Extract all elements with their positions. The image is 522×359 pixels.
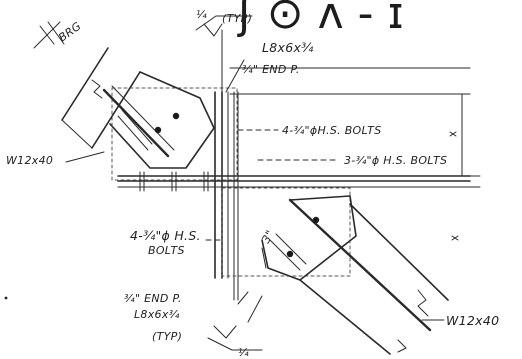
bolts-lower-label-2: BOLTS: [148, 244, 185, 257]
angle-top-label: L8x6x¾: [262, 40, 314, 55]
flange-bolt-marks: [139, 171, 209, 192]
stray-dot: [4, 296, 8, 300]
end-plate-top-label: ¾" END P.: [242, 63, 300, 76]
bolt-dot-upper-1: [172, 112, 180, 120]
break-lines: [91, 79, 429, 353]
vertical-column: [214, 91, 239, 301]
weld-mark-top: ¼: [196, 8, 207, 21]
bolts-right-label: 3-¾"ϕ H.S. BOLTS: [344, 154, 447, 167]
lower-plate-dim: [261, 247, 267, 269]
weld-symbol-bottom: [207, 325, 263, 351]
small-dim-label: 3": [259, 228, 277, 245]
bolt-dot-upper-2: [154, 126, 162, 134]
leader-lines: [47, 21, 445, 323]
w12-right-label: W12x40: [446, 313, 499, 328]
weld-symbol-top: [195, 15, 253, 37]
weld-mark-bottom: ¼: [238, 346, 249, 359]
angle-bottom-label: L8x6x¾: [134, 308, 180, 321]
upper-left-brace: [61, 47, 215, 169]
w12-left-label: W12x40: [6, 154, 53, 167]
bolt-dot-lower-2: [286, 250, 294, 258]
dimension-ticks: [449, 131, 459, 241]
bolts-upper-label: 4-¾"ϕH.S. BOLTS: [282, 124, 381, 137]
bearing-arrow: [33, 21, 61, 49]
gusset-outline: [111, 87, 351, 277]
bolts-lower-label-1: 4-¾"ϕ H.S.: [130, 228, 201, 243]
lower-right-brace: [261, 195, 449, 355]
brg-label: BRG: [56, 19, 84, 44]
end-plate-bottom-label: ¾" END P.: [124, 292, 182, 305]
horizontal-beam: [117, 67, 481, 188]
typ-bottom-label: (TYP): [152, 330, 182, 343]
header-fragment: ʃ ⊙ ʌ - ɪ‾: [237, 0, 427, 39]
bolt-dot-lower-1: [312, 216, 320, 224]
typ-top-label: (TYP): [222, 12, 252, 25]
